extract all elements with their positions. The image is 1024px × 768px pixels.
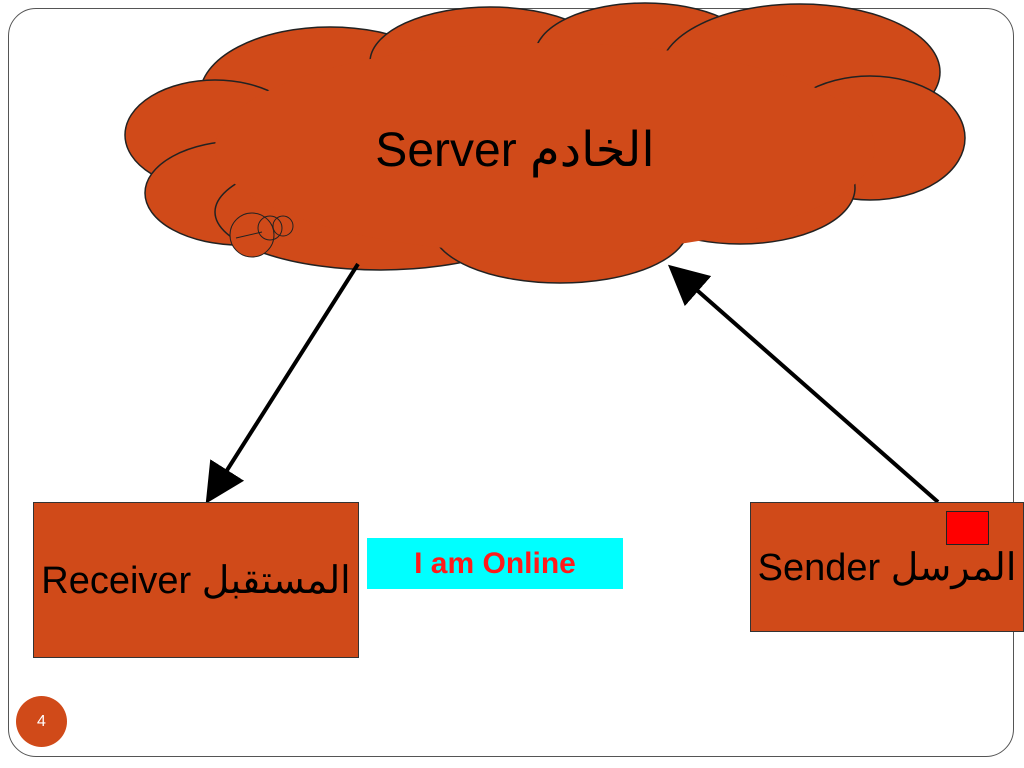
sender-label: Sender المرسل (757, 546, 1017, 589)
receiver-box: Receiver المستقبل (33, 502, 359, 658)
slide-number: 4 (37, 712, 46, 730)
message-marker (946, 511, 989, 545)
server-cloud (124, 2, 966, 284)
receiver-label: Receiver المستقبل (41, 559, 351, 602)
arrow-sender-to-server (667, 264, 940, 504)
status-text: I am Online (414, 546, 576, 580)
status-badge: I am Online (367, 538, 623, 589)
arrow-server-to-receiver (205, 262, 360, 504)
server-label: Server الخادم (375, 124, 655, 177)
slide-number-badge: 4 (16, 696, 67, 747)
